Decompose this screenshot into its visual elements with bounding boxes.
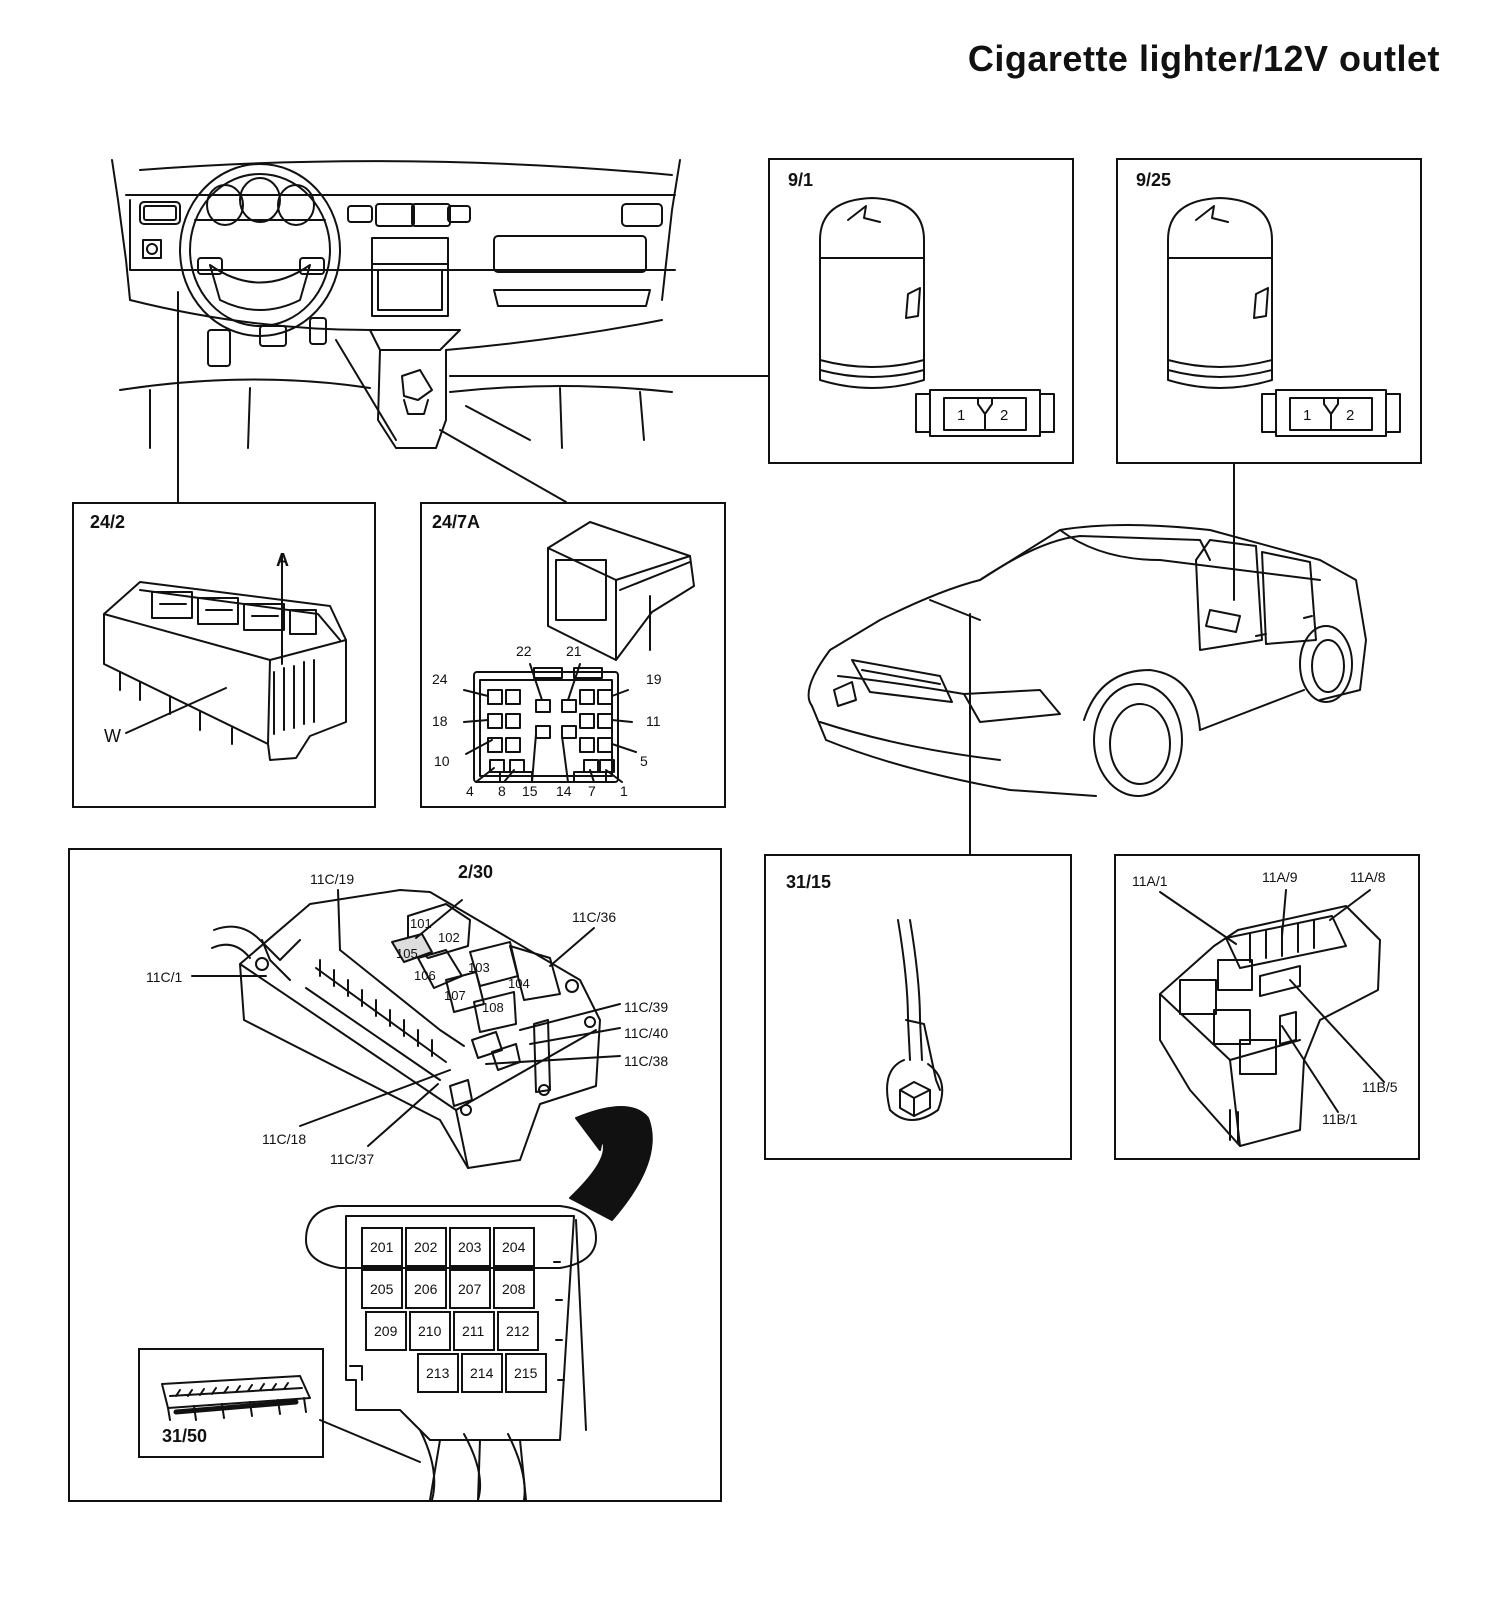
car-illustration <box>807 524 1367 797</box>
lighter-9-25-pin-2: 2 <box>1346 407 1354 424</box>
relay-label: 102 <box>438 930 460 945</box>
relay-label: 107 <box>444 988 466 1003</box>
pin-label: 22 <box>516 643 532 659</box>
relay-box-label: 11A/1 <box>1132 873 1168 889</box>
fusebox-label: 11C/19 <box>310 871 354 887</box>
pin-label: 1 <box>620 783 628 799</box>
panel-label-2-30: 2/30 <box>458 862 494 882</box>
panel-label-31-50: 31/50 <box>162 1426 208 1446</box>
page-title: Cigarette lighter/12V outlet <box>967 38 1440 79</box>
fuse-label: 210 <box>418 1323 442 1339</box>
fuse-label: 207 <box>458 1281 482 1297</box>
fuse-label: 204 <box>502 1239 526 1255</box>
relay-box-label: 11A/9 <box>1262 869 1298 885</box>
label-w: W <box>104 726 121 746</box>
pin-label: 11 <box>646 713 661 729</box>
panel-label-24-2: 24/2 <box>90 512 126 532</box>
relay-label: 101 <box>410 916 432 931</box>
lighter-9-1-pin-1: 1 <box>957 407 965 424</box>
relay-box-label: 11B/1 <box>1322 1111 1358 1127</box>
ground-31-15-drawing <box>886 919 944 1121</box>
fuse-label: 201 <box>370 1239 394 1255</box>
fusebox-label: 11C/36 <box>572 909 616 925</box>
connector-24-7a-drawing <box>463 521 695 783</box>
panel-label-31-15: 31/15 <box>786 872 832 892</box>
fuse-label: 209 <box>374 1323 398 1339</box>
fuse-label: 214 <box>470 1365 494 1381</box>
panel-label-9-25: 9/25 <box>1136 170 1172 190</box>
lighter-9-1-drawing <box>819 197 1055 437</box>
pin-label: 21 <box>566 643 582 659</box>
fuse-label: 213 <box>426 1365 450 1381</box>
pin-label: 10 <box>434 753 450 769</box>
relay-label: 104 <box>508 976 530 991</box>
fuse-label: 202 <box>414 1239 438 1255</box>
relay-box-drawing <box>1159 889 1385 1147</box>
fusebox-label: 11C/18 <box>262 1131 306 1147</box>
panel-connector-24-7a: 24/7A <box>420 502 726 808</box>
relay-label: 103 <box>468 960 490 975</box>
pin-label: 7 <box>588 783 596 799</box>
panel-label-24-7a: 24/7A <box>432 512 481 532</box>
fuse-label: 212 <box>506 1323 530 1339</box>
fuse-label: 203 <box>458 1239 482 1255</box>
pin-label: 4 <box>466 783 474 799</box>
fuse-label: 208 <box>502 1281 526 1297</box>
lighter-9-1-pin-2: 2 <box>1000 407 1008 424</box>
panel-ground-31-15: 31/15 <box>764 854 1072 1160</box>
lighter-9-25-drawing <box>1167 197 1401 437</box>
fusebox-2-30-drawing <box>161 889 653 1501</box>
pin-label: 18 <box>432 713 448 729</box>
relay-box-label: 11A/8 <box>1350 869 1386 885</box>
pin-label: 19 <box>646 671 662 687</box>
fusebox-label: 11C/38 <box>624 1053 668 1069</box>
fusebox-label: 11C/40 <box>624 1025 668 1041</box>
panel-fusebox-24-2: 24/2 <box>72 502 376 808</box>
relay-label: 106 <box>414 968 436 983</box>
relay-label: 108 <box>482 1000 504 1015</box>
fuse-label: 215 <box>514 1365 538 1381</box>
pin-label: 14 <box>556 783 572 799</box>
pin-label: 15 <box>522 783 538 799</box>
pin-label: 24 <box>432 671 448 687</box>
fusebox-24-2-drawing <box>103 555 347 761</box>
fuse-label: 205 <box>370 1281 394 1297</box>
fusebox-label: 11C/37 <box>330 1151 374 1167</box>
panel-label-9-1: 9/1 <box>788 170 814 190</box>
relay-label: 105 <box>396 946 418 961</box>
fusebox-label: 11C/1 <box>146 969 183 985</box>
fusebox-label: 11C/39 <box>624 999 668 1015</box>
panel-relay-box <box>1114 854 1420 1160</box>
pin-label: 5 <box>640 753 648 769</box>
relay-box-label: 11B/5 <box>1362 1079 1398 1095</box>
pin-label: 8 <box>498 783 506 799</box>
fuse-label: 211 <box>462 1323 485 1339</box>
dashboard-illustration <box>111 159 681 449</box>
label-a: A <box>276 550 289 570</box>
lighter-9-25-pin-1: 1 <box>1303 407 1311 424</box>
fuse-label: 206 <box>414 1281 438 1297</box>
